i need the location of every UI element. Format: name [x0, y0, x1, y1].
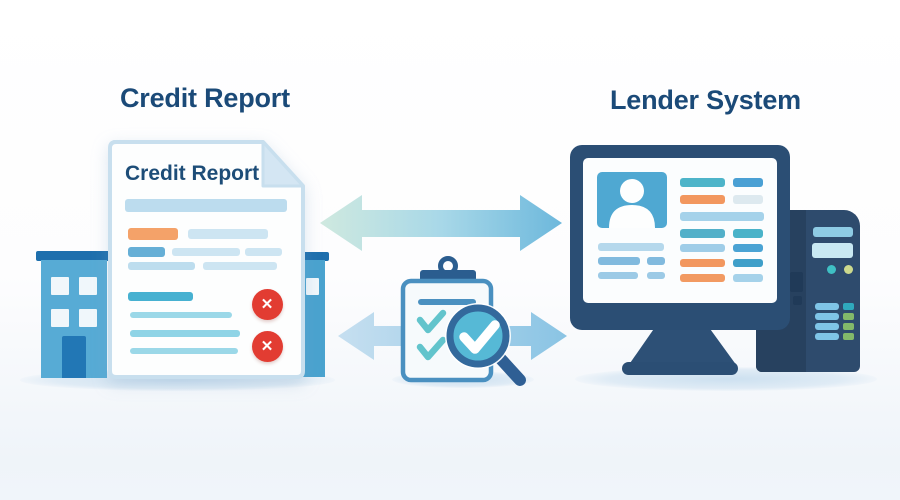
record-line-bar	[733, 195, 763, 204]
record-line-bar	[733, 274, 763, 282]
profile-line-bar	[598, 257, 640, 265]
record-line-bar	[680, 259, 725, 267]
credit-report-document: Credit Report ✕✕	[108, 140, 307, 381]
building-window	[306, 278, 319, 295]
record-line-bar	[733, 178, 763, 187]
report-text-bars	[108, 140, 307, 381]
magnifier-lens	[446, 304, 510, 368]
building-window	[79, 309, 97, 327]
building-roof	[297, 252, 329, 261]
report-line-bar	[128, 262, 195, 270]
record-line-bar	[680, 244, 725, 252]
server-status-square	[843, 323, 854, 330]
server-indicator-bar	[815, 333, 839, 340]
server-status-square	[843, 303, 854, 310]
checkmark-icon	[416, 309, 447, 334]
profile-line-bar	[598, 272, 638, 279]
page-fold-corner	[261, 140, 305, 188]
profile-line-bar	[647, 272, 665, 279]
server-slot	[812, 243, 853, 258]
clipboard-title-line	[418, 299, 476, 305]
record-line-bar	[733, 229, 763, 238]
building-window	[51, 277, 69, 295]
lender-system-title: Lender System	[610, 85, 801, 115]
server-slot	[813, 227, 853, 237]
server-side-detail	[793, 296, 802, 305]
server-status-square	[843, 313, 854, 320]
report-line-bar	[130, 330, 240, 337]
record-line-bar	[680, 178, 725, 187]
person-glyph	[609, 179, 655, 228]
building-body	[302, 260, 325, 377]
report-error-marks: ✕✕	[108, 140, 307, 381]
server-led	[844, 265, 853, 274]
report-line-bar	[172, 248, 240, 256]
report-line-bar	[128, 228, 178, 240]
monitor-screen	[583, 158, 777, 303]
server-led	[827, 265, 836, 274]
server-side-detail	[790, 272, 803, 292]
magnifier-check-icon	[445, 303, 526, 386]
lens-checkmark	[459, 320, 500, 354]
report-line-bar	[130, 312, 232, 318]
record-data-bars	[583, 158, 777, 303]
server-indicator-bar	[815, 303, 839, 310]
monitor-base	[622, 362, 738, 375]
building-window	[51, 309, 69, 327]
record-line-bar	[680, 212, 764, 221]
bank-building-small-icon	[297, 252, 329, 377]
report-line-bar	[130, 348, 238, 354]
record-line-bar	[680, 229, 725, 238]
profile-detail-bars	[583, 158, 777, 303]
report-line-bar	[203, 262, 277, 270]
profile-line-bar	[598, 243, 664, 251]
server-indicator-bar	[815, 323, 839, 330]
report-line-bar	[188, 229, 268, 239]
document-header: Credit Report	[125, 162, 260, 185]
credit-report-title: Credit Report	[120, 83, 290, 113]
bank-building-icon	[36, 251, 112, 378]
double-arrow-top-icon	[320, 195, 562, 251]
server-status-square	[843, 333, 854, 340]
record-line-bar	[680, 195, 725, 204]
avatar-icon	[597, 172, 667, 228]
record-line-bar	[733, 259, 763, 267]
building-body	[41, 260, 107, 378]
record-line-bar	[680, 274, 725, 282]
record-line-bar	[733, 244, 763, 252]
checkmark-icon	[416, 336, 447, 361]
building-roof	[36, 251, 112, 261]
server-indicator-bar	[815, 313, 839, 320]
profile-line-bar	[647, 257, 665, 265]
error-x-icon: ✕	[251, 288, 283, 320]
report-line-bar	[245, 248, 282, 256]
building-door	[62, 336, 86, 378]
verification-clipboard-icon	[400, 256, 526, 386]
error-x-icon: ✕	[251, 330, 283, 362]
report-line-bar	[128, 292, 193, 301]
magnifier-handle	[493, 351, 526, 386]
report-line-bar	[128, 247, 165, 257]
server-panel-details	[756, 210, 860, 372]
report-line-bar	[125, 199, 287, 212]
lender-monitor	[570, 145, 790, 330]
building-window	[79, 277, 97, 295]
